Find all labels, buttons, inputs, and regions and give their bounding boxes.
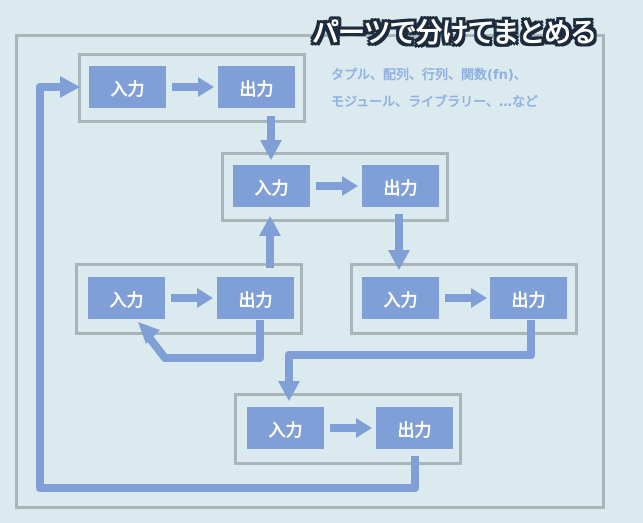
- group-4-output-node: 出力: [490, 277, 567, 319]
- arrowhead-g3-to-g2: [259, 216, 281, 236]
- subtitle-line-2: モジュール、ライブラリー、…など: [331, 95, 538, 110]
- outer-frame: [15, 34, 605, 509]
- group-5-output-node: 出力: [376, 407, 453, 449]
- group-2-output-node: 出力: [362, 165, 439, 207]
- arrowhead-g2-to-g4: [388, 250, 410, 270]
- group-4-input-node: 入力: [362, 277, 439, 319]
- arrowhead-g1: [198, 77, 214, 97]
- subtitle-line-1: タプル、配列、行列、関数(fn)、: [331, 68, 527, 83]
- group-5-input-node: 入力: [247, 407, 324, 449]
- arrowhead-g3: [197, 288, 213, 308]
- arrow-g5-to-g1: [36, 83, 419, 492]
- arrowhead-g1-to-g2: [260, 140, 282, 160]
- diagram-title: パーツで分けてまとめる: [312, 18, 597, 49]
- arrowhead-g2: [342, 176, 358, 196]
- arrowhead-g4-to-g5: [278, 381, 300, 401]
- arrowhead-g4: [471, 288, 487, 308]
- arrowhead-g5-to-g1: [60, 76, 80, 98]
- group-3-output-node: 出力: [217, 277, 294, 319]
- arrowhead-g5: [356, 418, 372, 438]
- arrowhead-g3-loop: [138, 322, 160, 344]
- arrow-g4-to-g5: [285, 320, 535, 384]
- group-3-input-node: 入力: [88, 277, 165, 319]
- group-1-input-node: 入力: [89, 66, 166, 108]
- group-2-input-node: 入力: [233, 165, 310, 207]
- group-1-output-node: 出力: [218, 66, 295, 108]
- arrow-g3-loop: [144, 320, 264, 362]
